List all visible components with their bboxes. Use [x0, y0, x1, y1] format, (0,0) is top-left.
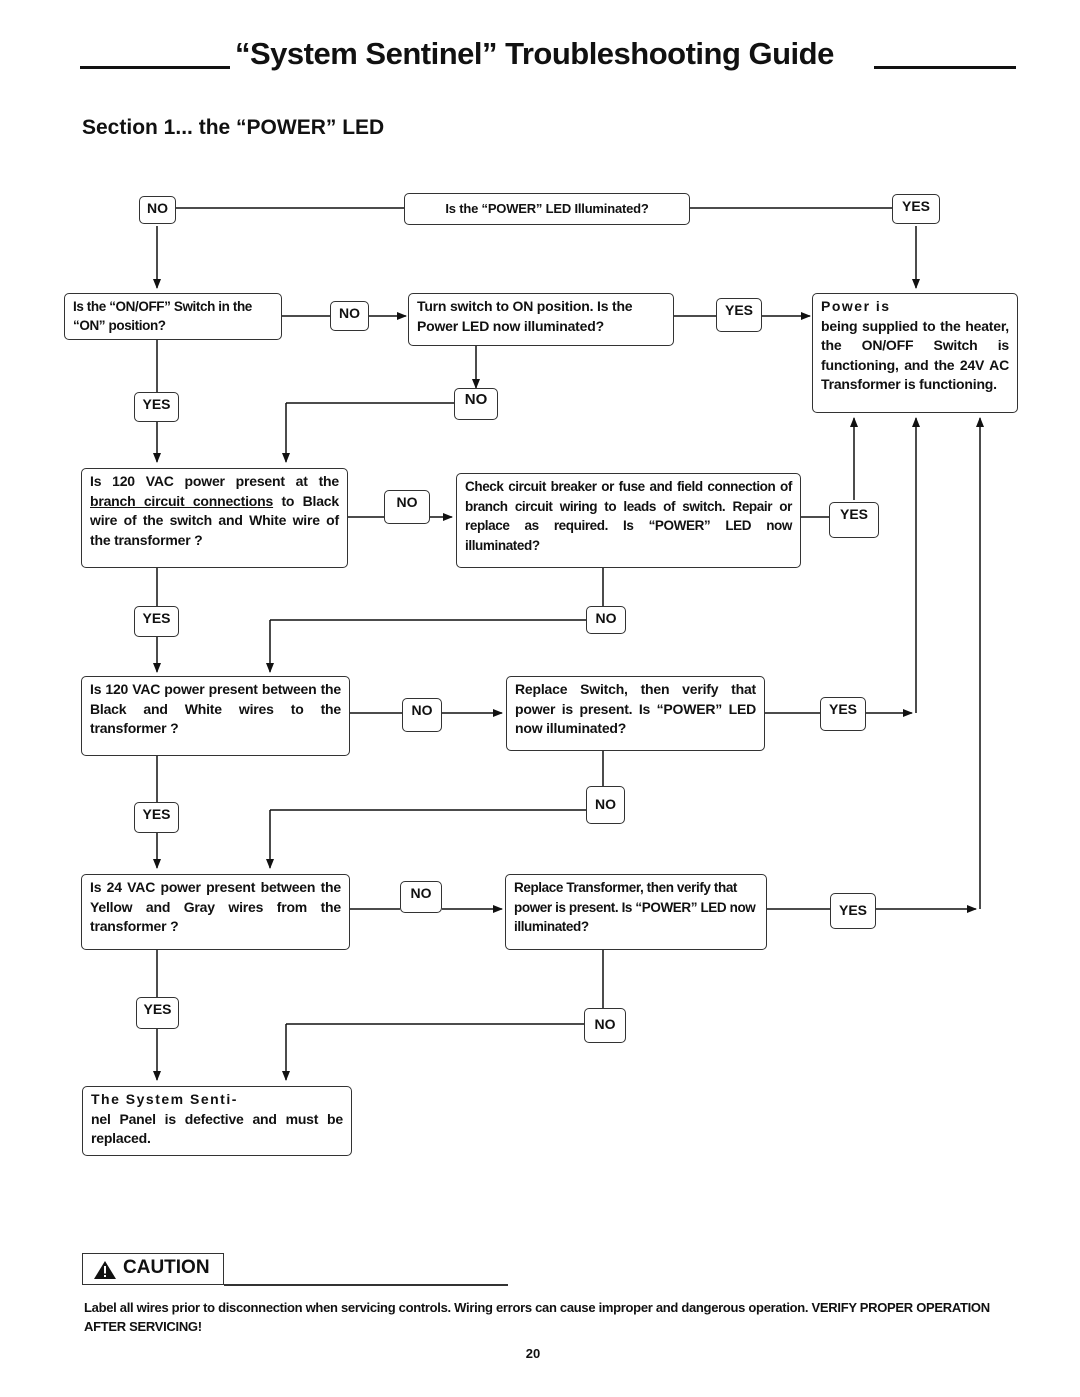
yes-label: YES	[134, 606, 179, 637]
caution-text: Label all wires prior to disconnection w…	[84, 1300, 990, 1334]
branch-circuit-connections-text: branch circuit connections	[90, 492, 274, 509]
result-power-ok-line2: being supplied to the heater, the ON/OFF…	[821, 317, 1009, 393]
caution-rule	[224, 1284, 508, 1286]
yes-label: YES	[892, 194, 940, 224]
yes-label: YES	[134, 392, 179, 422]
result-panel-defective-line1: The System Senti-	[91, 1091, 238, 1107]
title-rule-right	[874, 66, 1016, 69]
result-power-ok-line1: Power is	[821, 298, 891, 314]
q2-text-after: to Black wire of the switch and White wi…	[90, 492, 339, 548]
page-title-text: “System Sentinel” Troubleshooting Guide	[235, 36, 834, 71]
caution-label-box: CAUTION	[82, 1253, 224, 1285]
page-number: 20	[525, 1346, 541, 1361]
yes-label: YES	[134, 802, 179, 833]
no-label: NO	[330, 301, 369, 331]
page-title: “System Sentinel” Troubleshooting Guide	[0, 36, 1080, 76]
no-label: NO	[454, 388, 498, 420]
q-120vac-branch-text: Is 120 VAC power present at the branch c…	[90, 472, 339, 550]
yes-label: YES	[716, 298, 762, 332]
yes-label: YES	[136, 997, 179, 1029]
no-label: NO	[139, 196, 176, 224]
no-label: NO	[384, 490, 430, 524]
q-120vac-branch: Is 120 VAC power present at the branch c…	[81, 468, 348, 568]
result-panel-defective: The System Senti- nel Panel is defective…	[82, 1086, 352, 1156]
title-rule-left	[80, 66, 230, 69]
result-power-ok: Power is being supplied to the heater, t…	[812, 293, 1018, 413]
q2-text-before: Is 120 VAC power present at the	[90, 473, 339, 489]
q-power-led-illuminated: Is the “POWER” LED Illuminated?	[404, 193, 690, 225]
yes-label: YES	[830, 893, 876, 929]
no-label: NO	[402, 698, 442, 732]
caution-label: CAUTION	[123, 1257, 210, 1278]
yes-label: YES	[829, 502, 879, 538]
no-label: NO	[586, 606, 626, 634]
no-label: NO	[400, 881, 442, 913]
q-120vac-transformer: Is 120 VAC power present between the Bla…	[81, 676, 350, 756]
a-replace-transformer: Replace Transformer, then verify that po…	[505, 874, 767, 950]
a-check-breaker: Check circuit breaker or fuse and field …	[456, 473, 801, 568]
no-label: NO	[584, 1008, 626, 1043]
no-label: NO	[586, 786, 625, 824]
result-panel-defective-line2: nel Panel is defective and must be repla…	[91, 1110, 343, 1147]
warning-triangle-icon	[94, 1261, 116, 1279]
yes-label: YES	[820, 697, 866, 731]
section-heading: Section 1... the “POWER” LED	[82, 116, 385, 139]
q-on-off-switch: Is the “ON/OFF” Switch in the “ON” posit…	[64, 293, 282, 340]
q-24vac-transformer: Is 24 VAC power present between the Yell…	[81, 874, 350, 950]
a-turn-switch-on: Turn switch to ON position. Is the Power…	[408, 293, 674, 346]
a-replace-switch: Replace Switch, then verify that power i…	[506, 676, 765, 751]
